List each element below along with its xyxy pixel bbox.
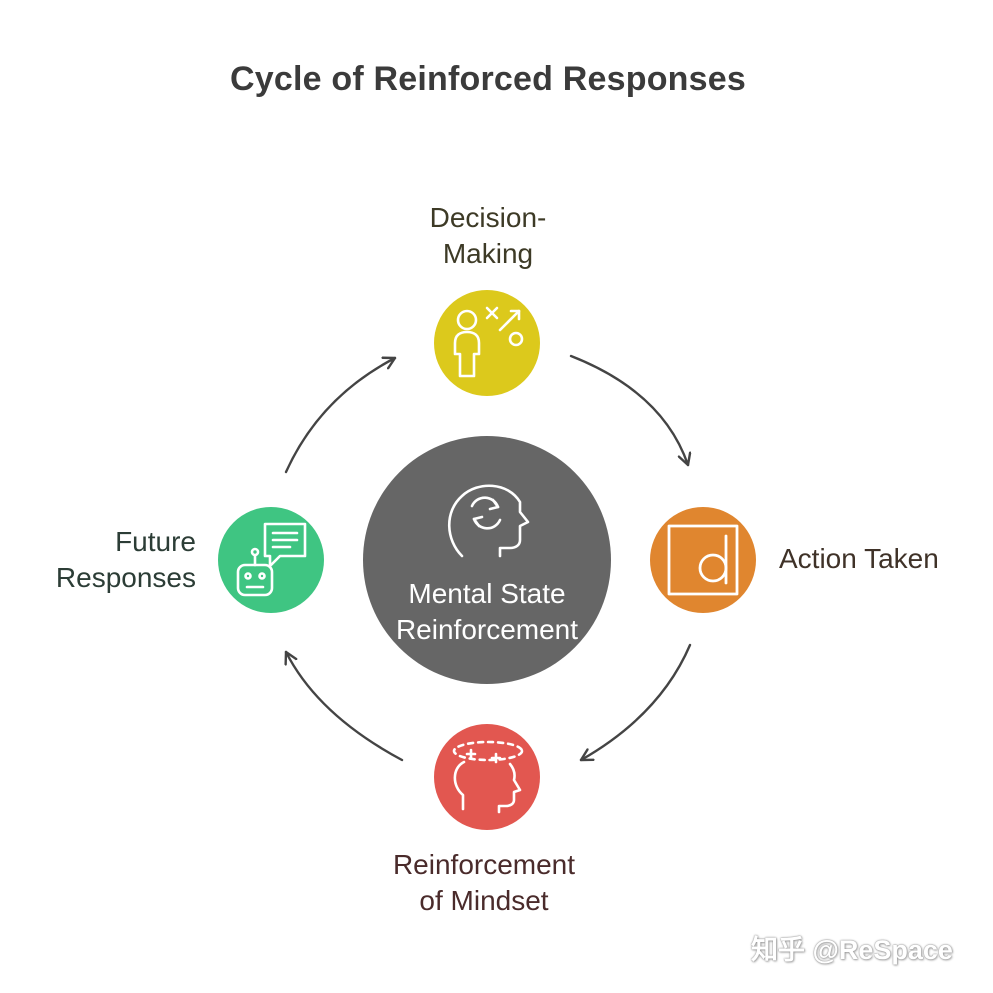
future-label-line1: Future xyxy=(115,526,196,557)
reinforcement-node xyxy=(434,724,540,830)
center-circle xyxy=(363,436,611,684)
decision-label-line2: Making xyxy=(442,238,534,269)
reinforcement-label-line1: Reinforcement xyxy=(392,849,576,880)
decision-label: Decision- Making xyxy=(388,200,588,272)
arrow-reinforcement-to-future xyxy=(286,650,404,762)
decision-label-line1: Decision- xyxy=(429,202,547,233)
reinforcement-label-line2: of Mindset xyxy=(419,885,549,916)
action-label: Action Taken xyxy=(779,541,939,577)
arrow-future-to-decision xyxy=(284,358,397,474)
watermark: 知乎 @ReSpace xyxy=(751,935,953,965)
reinforcement-label: Reinforcement of Mindset xyxy=(374,847,594,919)
letter-d-square-icon xyxy=(667,524,739,596)
arrow-decision-to-action xyxy=(569,354,688,467)
robot-chat-icon xyxy=(236,522,307,597)
center-label-line2: Reinforcement xyxy=(395,614,579,645)
head-cycle-icon xyxy=(448,484,530,558)
page-title: Cycle of Reinforced Responses xyxy=(230,60,746,98)
decision-node xyxy=(434,290,540,396)
future-label-line2: Responses xyxy=(55,562,196,593)
person-choice-icon xyxy=(453,306,524,378)
head-halo-icon xyxy=(452,740,524,814)
center-label: Mental State Reinforcement xyxy=(367,576,607,648)
center-label-line1: Mental State xyxy=(408,578,566,609)
future-label: Future Responses xyxy=(20,524,196,596)
arrow-action-to-reinforcement xyxy=(579,643,692,762)
action-label-line1: Action Taken xyxy=(779,543,939,574)
